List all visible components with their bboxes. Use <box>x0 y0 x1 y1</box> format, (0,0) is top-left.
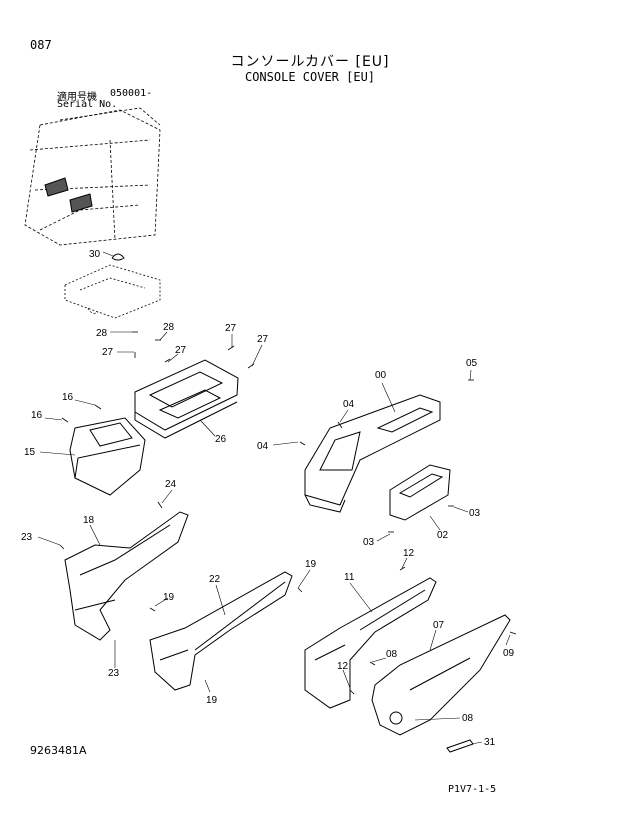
part-22-side-panel <box>149 571 293 691</box>
callout-28-left: 28 <box>96 328 108 339</box>
callout-15: 15 <box>24 447 36 458</box>
callout-12-bottom: 12 <box>337 661 349 672</box>
title-english: CONSOLE COVER [EU] <box>244 70 376 84</box>
control-panel-assembly <box>64 264 161 319</box>
cab-overview <box>24 107 161 246</box>
callout-30: 30 <box>89 249 101 260</box>
serial-label-english: Serial No. <box>57 99 118 110</box>
callout-31: 31 <box>484 737 496 748</box>
leader-lines <box>37 251 511 745</box>
callout-08-bottom: 08 <box>462 713 474 724</box>
part-02-tray <box>389 464 451 521</box>
callout-16-left: 16 <box>31 410 43 421</box>
callout-05: 05 <box>466 358 478 369</box>
callout-02: 02 <box>437 530 449 541</box>
part-15-box <box>69 417 146 496</box>
part-11-side-panel <box>304 577 437 709</box>
part-18-side-panel <box>64 511 189 641</box>
callout-22: 22 <box>209 574 221 585</box>
serial-value: 050001- <box>110 88 153 99</box>
document-number: 9263481A <box>30 744 87 757</box>
callout-19-bottom: 19 <box>206 695 218 706</box>
fasteners <box>59 331 517 695</box>
serial-label-japanese: 適用号機 <box>57 92 97 103</box>
callout-labels: 30 28 28 27 27 27 27 16 16 15 26 00 05 0… <box>21 249 515 748</box>
page-number: 087 <box>30 38 52 52</box>
part-07-side-panel <box>371 614 511 736</box>
callout-07: 07 <box>433 620 445 631</box>
callout-16-top: 16 <box>62 392 74 403</box>
part-00-console <box>304 394 441 513</box>
callout-28-right: 28 <box>163 322 175 333</box>
callout-19-left: 19 <box>163 592 175 603</box>
callout-18: 18 <box>83 515 95 526</box>
page-reference: P1V7-1-5 <box>448 784 497 795</box>
callout-04-left: 04 <box>257 441 269 452</box>
callout-27-top: 27 <box>225 323 237 334</box>
callout-27-left: 27 <box>102 347 114 358</box>
callout-08-top: 08 <box>386 649 398 660</box>
callout-00: 00 <box>375 370 387 381</box>
callout-19-right: 19 <box>305 559 317 570</box>
callout-11: 11 <box>344 572 355 583</box>
cab-console-detail <box>44 177 93 213</box>
callout-03-right: 03 <box>469 508 481 519</box>
part-31-strip <box>446 739 474 753</box>
title-japanese: コンソールカバー [EU] <box>230 54 390 70</box>
callout-09: 09 <box>503 648 515 659</box>
callout-12-top: 12 <box>403 548 415 559</box>
callout-24: 24 <box>165 479 177 490</box>
callout-26: 26 <box>215 434 227 445</box>
part-30-clip <box>111 253 125 261</box>
callout-27-right: 27 <box>257 334 269 345</box>
callout-27-mid: 27 <box>175 345 187 356</box>
callout-04-top: 04 <box>343 399 355 410</box>
callout-03-left: 03 <box>363 537 375 548</box>
callout-23-top: 23 <box>21 532 33 543</box>
callout-23-bottom: 23 <box>108 668 120 679</box>
part-26-cover-plate <box>134 359 239 439</box>
